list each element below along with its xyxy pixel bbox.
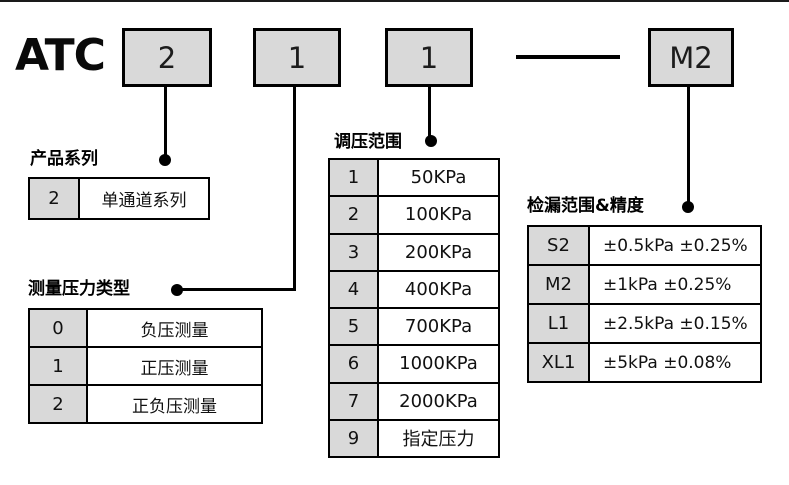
- row-code: 2: [30, 386, 88, 422]
- connector-pressure-range-dot: [425, 135, 437, 147]
- row-code: 2: [30, 179, 80, 218]
- table-row: L1 ±2.5kPa ±0.15%: [529, 303, 760, 342]
- code-box-pressure-type: 1: [253, 28, 341, 87]
- row-code: 0: [30, 310, 88, 346]
- table-row: 4 400KPa: [330, 269, 498, 307]
- table-row: 2 正负压测量: [30, 384, 261, 422]
- table-row: 9 指定压力: [330, 418, 498, 456]
- row-value: 指定压力: [402, 429, 475, 451]
- code-separator-dash: [516, 55, 620, 59]
- table-row: 1 正压测量: [30, 346, 261, 384]
- connector-product-series-dot: [159, 154, 171, 166]
- table-pressure-range: 1 50KPa 2 100KPa 3 200KPa 4 400KPa 5 700…: [328, 158, 500, 458]
- row-value: ±2.5kPa ±0.15%: [603, 313, 748, 334]
- code-box-pressure-range-value: 1: [419, 40, 439, 75]
- connector-pressure-type-dot: [171, 284, 183, 296]
- connector-leak-accuracy-line: [687, 87, 690, 203]
- section-title-leak-accuracy: 检漏范围&精度: [527, 196, 644, 216]
- code-box-pressure-range: 1: [385, 28, 473, 87]
- table-row: M2 ±1kPa ±0.25%: [529, 264, 760, 303]
- table-row: 3 200KPa: [330, 232, 498, 270]
- section-title-pressure-range: 调压范围: [334, 132, 402, 152]
- connector-pressure-type-hline: [181, 288, 296, 291]
- row-code: 9: [330, 420, 379, 456]
- row-code: 2: [330, 197, 379, 233]
- row-value: 100KPa: [404, 204, 473, 226]
- row-code: M2: [529, 266, 590, 303]
- row-value: 50KPa: [410, 167, 467, 189]
- row-code: 5: [330, 309, 379, 345]
- row-code: 1: [30, 348, 88, 384]
- connector-pressure-range-line: [428, 87, 431, 137]
- row-value: 正压测量: [140, 358, 209, 379]
- table-row: S2 ±0.5kPa ±0.25%: [529, 227, 760, 264]
- row-value: 单通道系列: [101, 191, 187, 211]
- row-code: 1: [330, 160, 379, 196]
- table-row: 2 100KPa: [330, 195, 498, 233]
- code-box-product-series: 2: [122, 28, 212, 87]
- connector-pressure-type-vline: [293, 87, 296, 291]
- table-row: XL1 ±5kPa ±0.08%: [529, 342, 760, 381]
- table-row: 2 单通道系列: [30, 179, 208, 218]
- table-row: 6 1000KPa: [330, 344, 498, 382]
- row-value: 正负压测量: [132, 396, 217, 417]
- row-code: XL1: [529, 344, 590, 381]
- section-title-product-series: 产品系列: [30, 149, 98, 169]
- row-value: 700KPa: [404, 316, 473, 338]
- table-leak-accuracy: S2 ±0.5kPa ±0.25% M2 ±1kPa ±0.25% L1 ±2.…: [527, 225, 762, 383]
- row-code: 7: [330, 383, 379, 419]
- row-value: 400KPa: [404, 278, 473, 300]
- row-value: ±1kPa ±0.25%: [603, 274, 732, 295]
- code-box-leak-accuracy-value: M2: [669, 40, 713, 75]
- section-title-pressure-type: 测量压力类型: [28, 279, 130, 299]
- row-code: 6: [330, 346, 379, 382]
- top-border-line: [0, 0, 789, 2]
- row-value: 2000KPa: [399, 390, 478, 412]
- row-code: 4: [330, 271, 379, 307]
- model-prefix: ATC: [15, 30, 106, 81]
- table-row: 1 50KPa: [330, 160, 498, 196]
- row-code: L1: [529, 305, 590, 342]
- row-value: 1000KPa: [399, 353, 478, 375]
- code-box-product-series-value: 2: [157, 40, 177, 75]
- row-code: 3: [330, 234, 379, 270]
- row-value: 200KPa: [404, 241, 473, 263]
- row-code: S2: [529, 227, 590, 264]
- table-row: 0 负压测量: [30, 310, 261, 346]
- code-box-leak-accuracy: M2: [648, 28, 734, 87]
- row-value: 负压测量: [140, 320, 209, 341]
- code-box-pressure-type-value: 1: [287, 40, 307, 75]
- connector-leak-accuracy-dot: [682, 201, 694, 213]
- row-value: ±5kPa ±0.08%: [603, 352, 732, 373]
- table-pressure-type: 0 负压测量 1 正压测量 2 正负压测量: [28, 308, 263, 424]
- table-product-series: 2 单通道系列: [28, 177, 210, 220]
- table-row: 7 2000KPa: [330, 381, 498, 419]
- table-row: 5 700KPa: [330, 307, 498, 345]
- row-value: ±0.5kPa ±0.25%: [603, 235, 748, 256]
- connector-product-series-line: [164, 87, 167, 157]
